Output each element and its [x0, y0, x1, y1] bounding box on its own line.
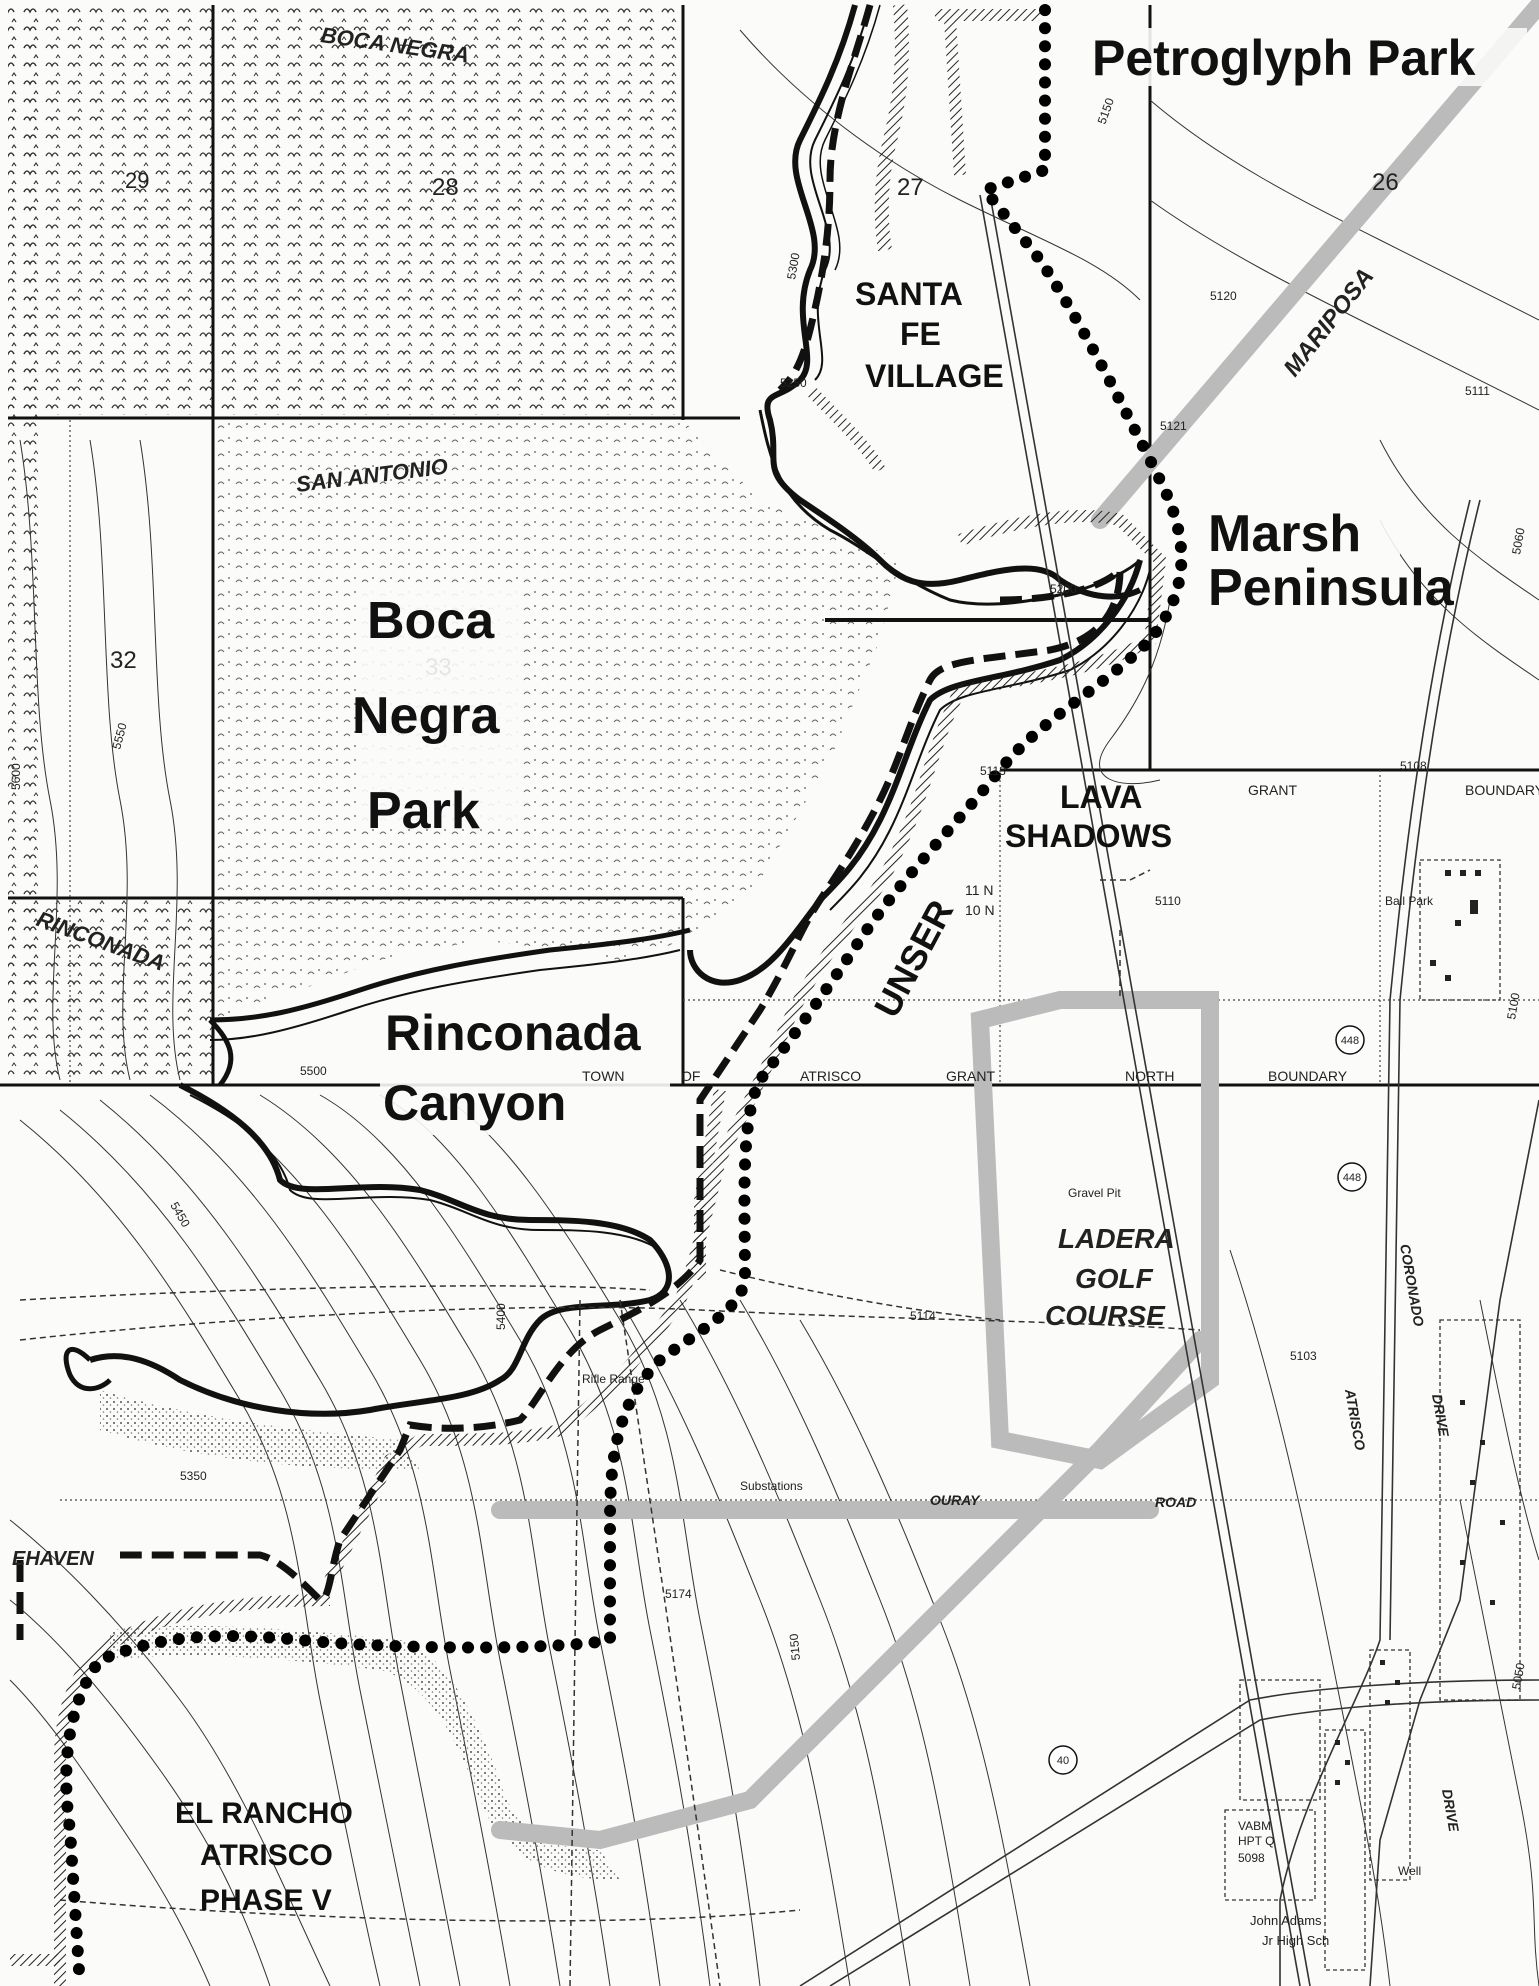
boundary-label: BOUNDARY [1268, 1068, 1348, 1084]
route-shields: 448 448 40 [1048, 1025, 1367, 1775]
hpt-q-label: HPT Q [1238, 1834, 1274, 1848]
contour-labels: 5150 5120 5121 5111 5300 5250 5200 5113 … [9, 96, 1528, 1691]
township-11n-label: 11 N [965, 882, 994, 898]
road-label: ROAD [1155, 1494, 1196, 1510]
elev-5098-label: 5098 [1238, 1851, 1265, 1865]
course-label: COURSE [1045, 1300, 1166, 1331]
grant-label: GRANT [946, 1068, 995, 1084]
north-label: NORTH [1125, 1068, 1175, 1084]
contour-label: 5050 [1509, 1661, 1527, 1690]
of-label: OF [681, 1068, 700, 1084]
contour-label: 5174 [665, 1587, 692, 1601]
negra-label: Negra [352, 687, 500, 745]
section-28-label: 28 [432, 174, 459, 201]
fe-label: FE [900, 316, 941, 352]
shadows-label: SHADOWS [1005, 818, 1172, 854]
contour-label: 5108 [1400, 759, 1427, 773]
section-32-label: 32 [110, 647, 137, 674]
well-label: Well [1398, 1864, 1421, 1878]
peninsula-label: Peninsula [1208, 559, 1455, 617]
rifle-range-label: Rifle Range [582, 1372, 645, 1386]
route-448-label-north: 448 [1341, 1035, 1359, 1047]
canyon-rim [63, 4, 1151, 1417]
contour-label: 5150 [787, 1633, 803, 1661]
label-halos [360, 28, 1527, 1135]
section-27-label: 27 [897, 174, 924, 201]
vabm-label: VABM [1238, 1819, 1271, 1833]
contour-label: 5060 [1509, 526, 1527, 555]
boundary-top-label: BOUNDARY [1465, 782, 1539, 798]
substations-label: Substations [740, 1479, 803, 1493]
contour-label: 5200 [1050, 582, 1077, 596]
ouray-label: OURAY [930, 1492, 981, 1508]
map-labels: Petroglyph Park BOCA NEGRA SANTA FE VILL… [12, 22, 1539, 1948]
lava-field-edge-band [8, 5, 38, 1005]
building-dots [1335, 870, 1505, 1785]
marsh-label: Marsh [1208, 505, 1361, 563]
route-448-shield-north [1335, 1025, 1365, 1055]
contour-label: 5121 [1160, 419, 1187, 433]
section-26-label: 26 [1372, 169, 1399, 196]
escarpment-stipple-el-rancho [110, 1625, 620, 1880]
ehaven-label: EHAVEN [12, 1548, 94, 1570]
route-448-shield-south [1337, 1162, 1367, 1192]
gravel-pit-label: Gravel Pit [1068, 1186, 1121, 1200]
shaded-roads [491, 0, 1539, 1850]
lava-field-rinconada [8, 900, 213, 1080]
jr-high-label: Jr High Sch [1262, 1933, 1329, 1948]
town-label: TOWN [582, 1068, 625, 1084]
section-grid [0, 5, 1539, 1087]
lava-field-central [213, 415, 900, 1020]
lava-label: LAVA [1060, 779, 1142, 815]
contour-label: 5400 [494, 1303, 508, 1330]
township-10n-label: 10 N [965, 902, 995, 918]
contour-label: 5600 [9, 763, 23, 790]
town-blocks [1224, 859, 1521, 1971]
santa-label: SANTA [855, 276, 963, 312]
ladera-label: LADERA [1058, 1223, 1175, 1254]
minor-grid [60, 420, 1539, 1501]
dashed-boundary [16, 4, 1124, 1640]
route-40-shield [1048, 1745, 1078, 1775]
john-adams-label: John Adams [1250, 1913, 1322, 1928]
section-29-label: 29 [125, 168, 149, 193]
hatched-boundary [10, 4, 1167, 1986]
boca-label: Boca [367, 592, 495, 650]
contour-label: 5113 [980, 764, 1006, 778]
village-label: VILLAGE [865, 358, 1004, 394]
dotted-boundary [60, 4, 1188, 1986]
park-label: Park [367, 782, 480, 840]
contour-label: 5500 [300, 1064, 327, 1078]
lava-field-section-28 [213, 5, 683, 415]
drive-south-label: DRIVE [1439, 1788, 1462, 1834]
contour-lines [9, 29, 1539, 1986]
contour-label: 5103 [1290, 1349, 1317, 1363]
el-rancho-label: EL RANCHO [175, 1797, 353, 1830]
contour-label: 5100 [1504, 991, 1522, 1020]
golf-label: GOLF [1075, 1263, 1154, 1294]
contour-label: 5114 [910, 1309, 936, 1323]
atrisco-grant-label: ATRISCO [800, 1068, 861, 1084]
rinconada-label: Rinconada [385, 1005, 642, 1061]
route-448-label-south: 448 [1343, 1172, 1361, 1184]
route-40-label: 40 [1057, 1755, 1069, 1767]
canyon-label: Canyon [383, 1075, 566, 1131]
contour-label: 5110 [1155, 894, 1181, 908]
paved-roads [799, 194, 1539, 1986]
ball-park-label: Ball Park [1385, 894, 1434, 908]
contour-label: 5300 [784, 251, 802, 280]
petroglyph-park-label: Petroglyph Park [1092, 30, 1476, 86]
contour-label: 5550 [109, 721, 130, 751]
escarpment-stipple-south [100, 1390, 420, 1470]
contour-label: 5350 [180, 1469, 207, 1483]
contour-label: 5111 [1465, 384, 1490, 398]
contour-label: 5120 [1210, 289, 1237, 303]
drive-label: DRIVE [1429, 1393, 1452, 1439]
atrisco-label: ATRISCO [200, 1839, 333, 1872]
contour-label: 5250 [780, 376, 807, 390]
grant-top-label: GRANT [1248, 782, 1297, 798]
lava-field-section-29 [8, 5, 213, 415]
phase-v-label: PHASE V [200, 1884, 332, 1917]
